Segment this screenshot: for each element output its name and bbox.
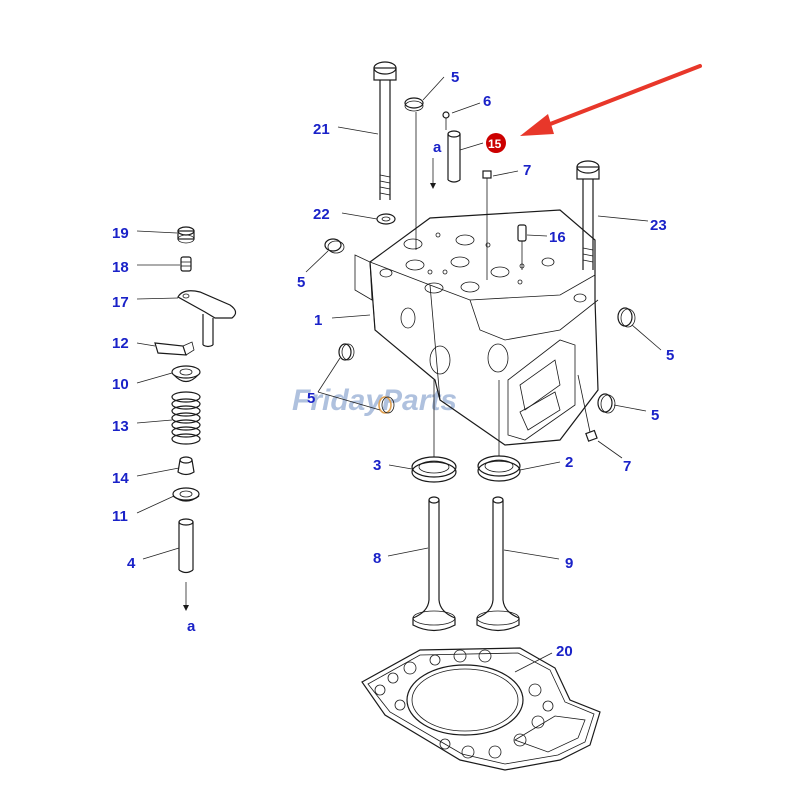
valve-spring-13[interactable] [171, 391, 201, 445]
valve-8[interactable] [412, 496, 456, 632]
callout-1[interactable]: 1 [314, 312, 322, 329]
reference-label-a-top: a [433, 139, 442, 156]
callout-19[interactable]: 19 [112, 225, 129, 242]
plug-5-top[interactable] [404, 97, 424, 250]
callout-5-upper-left[interactable]: 5 [297, 274, 305, 291]
valve-seat-2[interactable] [477, 380, 521, 482]
adjust-screw-18[interactable] [180, 256, 192, 272]
clip-12[interactable] [154, 341, 195, 356]
callout-15[interactable]: 15 [488, 137, 502, 151]
plug-5-left[interactable] [338, 343, 355, 361]
callout-14[interactable]: 14 [112, 470, 129, 487]
callout-7-lower[interactable]: 7 [623, 458, 631, 475]
plug-5-lower-right[interactable] [597, 393, 616, 414]
callout-5-lower-right[interactable]: 5 [651, 407, 659, 424]
reference-a-top [430, 158, 436, 189]
callout-8[interactable]: 8 [373, 550, 381, 567]
callout-23[interactable]: 23 [650, 217, 667, 234]
valve-seat-3[interactable] [411, 380, 457, 483]
ball-6[interactable] [442, 111, 450, 130]
callout-18[interactable]: 18 [112, 259, 129, 276]
callout-5-top[interactable]: 5 [451, 69, 459, 86]
callout-16[interactable]: 16 [549, 229, 566, 246]
callout-3[interactable]: 3 [373, 457, 381, 474]
highlight-badge-15[interactable] [486, 133, 506, 153]
cylinder-head-1[interactable] [354, 209, 599, 446]
spring-seat-11[interactable] [172, 487, 200, 502]
valve-stem-seal-14[interactable] [177, 456, 195, 476]
leader-lines [136, 76, 662, 673]
callout-4[interactable]: 4 [127, 555, 136, 572]
callout-21[interactable]: 21 [313, 121, 330, 138]
callout-22[interactable]: 22 [313, 206, 330, 223]
callout-2[interactable]: 2 [565, 454, 573, 471]
callout-5-left[interactable]: 5 [307, 390, 315, 407]
plug-5-lower-left[interactable] [378, 396, 395, 414]
callout-10[interactable]: 10 [112, 376, 129, 393]
callout-9[interactable]: 9 [565, 555, 573, 572]
callout-6[interactable]: 6 [483, 93, 491, 110]
watermark: FridayParts [292, 384, 457, 417]
callout-labels: 1 2 3 4 5 5 5 5 5 6 7 7 8 9 10 11 12 13 … [112, 69, 674, 660]
highlight-arrow [520, 64, 702, 136]
watermark-text: FridayParts [292, 384, 457, 417]
sleeve-15[interactable] [447, 130, 461, 183]
bolt-21[interactable] [373, 61, 397, 200]
retainer-10[interactable] [171, 365, 201, 383]
plug-5-right[interactable] [617, 307, 636, 328]
callout-13[interactable]: 13 [112, 418, 129, 435]
plug-5-upper-left[interactable] [324, 238, 345, 254]
callout-20[interactable]: 20 [556, 643, 573, 660]
callout-7-top[interactable]: 7 [523, 162, 531, 179]
head-gasket-20[interactable] [361, 647, 601, 771]
screw-7-top[interactable] [482, 170, 492, 280]
valve-9[interactable] [476, 496, 520, 632]
valve-guide-4[interactable] [178, 518, 194, 574]
dowel-16[interactable] [517, 224, 527, 270]
reference-a-bottom [183, 582, 189, 611]
reference-label-a-bottom: a [187, 618, 196, 635]
callout-11[interactable]: 11 [112, 508, 128, 525]
callout-17[interactable]: 17 [112, 294, 129, 311]
washer-22[interactable] [376, 213, 396, 225]
callout-12[interactable]: 12 [112, 335, 129, 352]
callout-5-right[interactable]: 5 [666, 347, 674, 364]
screw-7-lower[interactable] [577, 374, 598, 442]
bolt-23[interactable] [576, 160, 600, 270]
nut-19[interactable] [177, 226, 195, 244]
rocker-arm-17[interactable] [177, 290, 237, 348]
